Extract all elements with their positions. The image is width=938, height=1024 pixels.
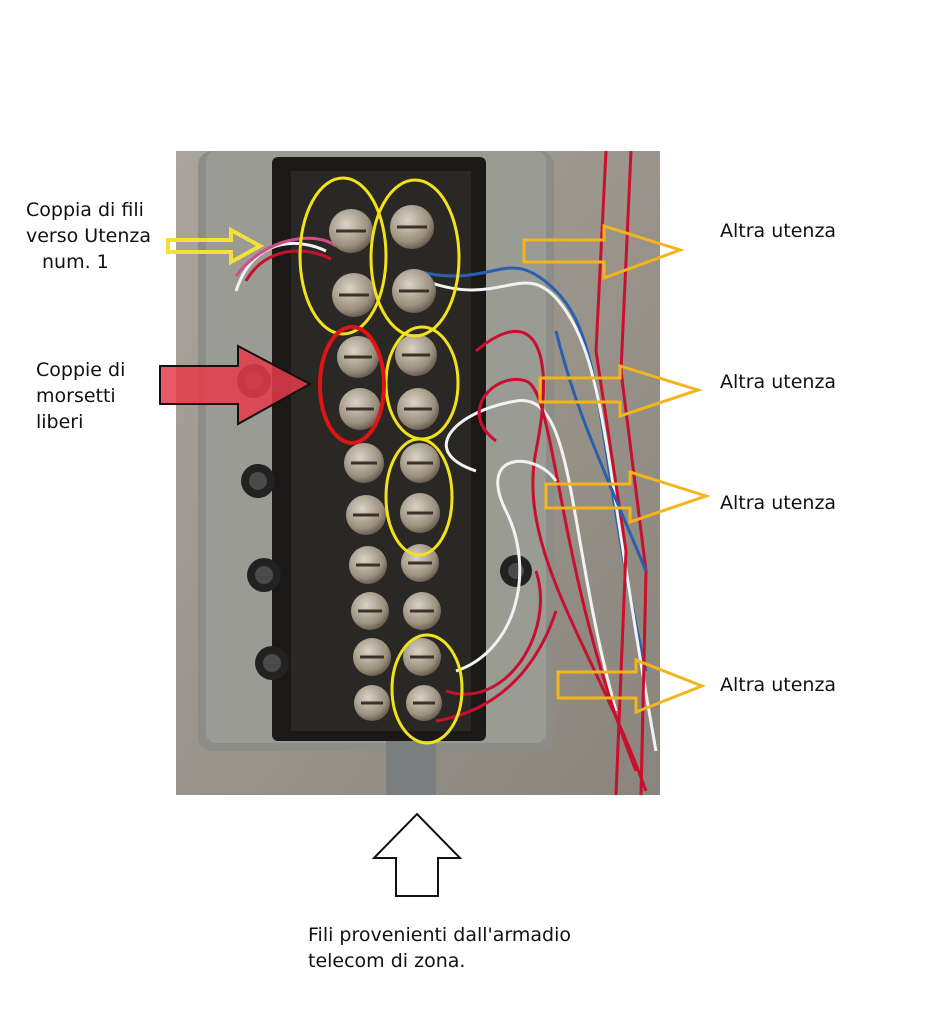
yellow-arrow-right — [166, 226, 265, 266]
junction-box-photo — [176, 151, 660, 795]
yellow-circle — [384, 325, 460, 441]
yellow-circle — [298, 176, 388, 336]
label-other-user: Altra utenza — [720, 492, 837, 514]
label-other-user: Altra utenza — [720, 674, 837, 696]
label-line: telecom di zona. — [308, 950, 466, 972]
label-line: Coppia di fili — [26, 199, 144, 221]
up-arrow — [371, 812, 463, 897]
yellow-circle — [390, 633, 464, 745]
label-other-user: Altra utenza — [720, 220, 837, 242]
label-line: liberi — [36, 411, 84, 433]
orange-arrow-right — [544, 469, 711, 525]
label-incoming-wires: Fili provenienti dall'armadio telecom di… — [308, 922, 571, 974]
orange-arrow-right — [538, 363, 703, 419]
label-line: verso Utenza — [26, 225, 152, 247]
yellow-circle — [384, 437, 454, 557]
red-circle — [318, 325, 386, 445]
label-other-user: Altra utenza — [720, 371, 837, 393]
label-line: num. 1 — [42, 251, 109, 273]
label-line: Fili provenienti dall'armadio — [308, 924, 571, 946]
incoming-cable — [386, 741, 436, 795]
orange-arrow-right — [556, 657, 707, 715]
yellow-circle — [369, 178, 461, 338]
label-line: morsetti — [36, 385, 116, 407]
label-line: Coppie di — [36, 359, 126, 381]
orange-arrow-right — [522, 223, 685, 281]
red-arrow-right — [159, 344, 313, 426]
label-pair-to-user: Coppia di fili verso Utenza num. 1 — [26, 197, 151, 275]
label-free-terminals: Coppie di morsetti liberi — [36, 357, 125, 435]
